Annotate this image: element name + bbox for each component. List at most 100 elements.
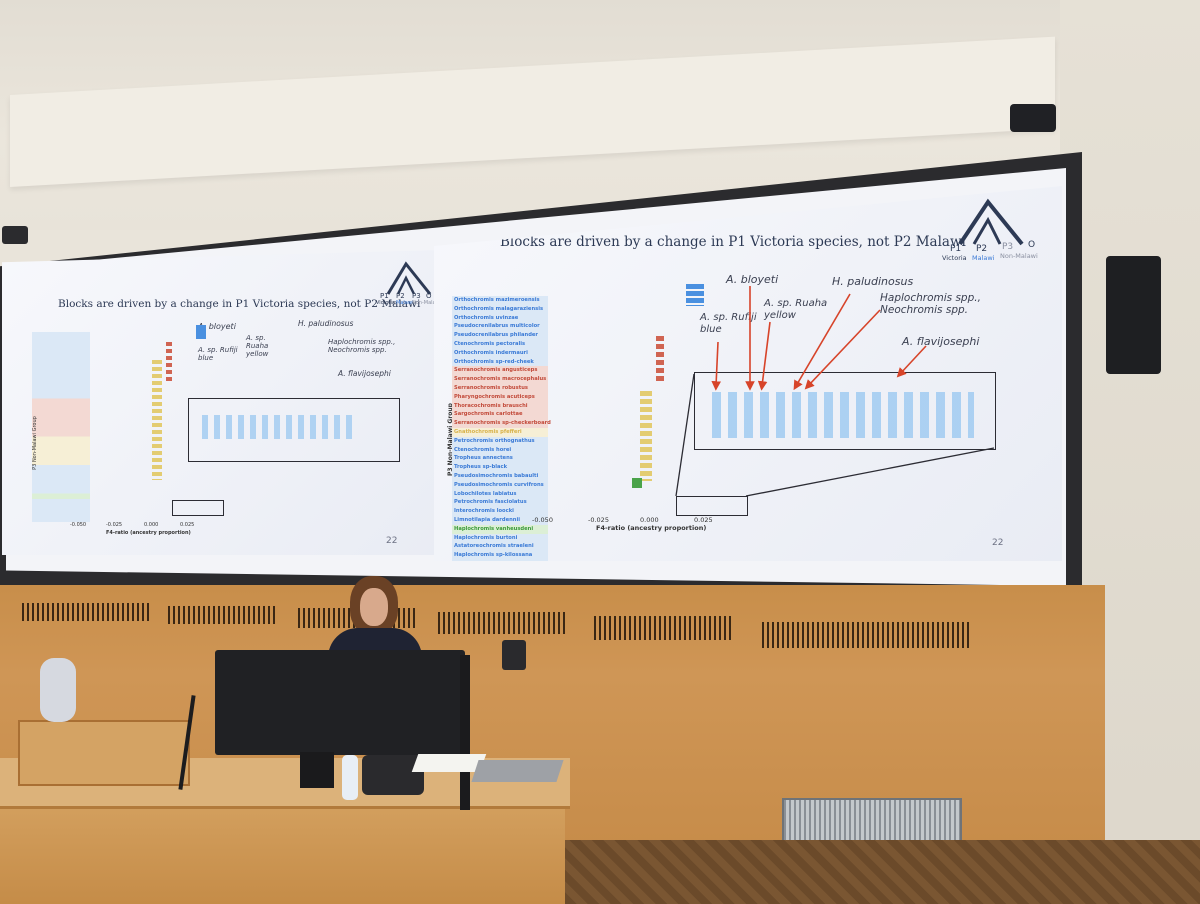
phylogeny-tree-icon bbox=[386, 261, 432, 295]
species-label: Haplochromis sp-kilossana bbox=[452, 551, 548, 560]
annotation-h-paludinosus: H. paludinosus bbox=[832, 275, 914, 288]
y-axis-label: P3 Non-Malawi Group bbox=[31, 416, 38, 470]
slide-title: Blocks are driven by a change in P1 Vict… bbox=[58, 298, 421, 310]
tree-label-p2: P2 bbox=[976, 244, 988, 254]
species-label: Astatoreochromis straeleni bbox=[452, 542, 548, 552]
strip-points bbox=[640, 391, 652, 481]
wall-vent bbox=[438, 612, 566, 634]
x-tick: -0.050 bbox=[532, 516, 553, 524]
page-number: 22 bbox=[992, 538, 1004, 548]
presenter-face bbox=[360, 588, 388, 626]
species-label: Haplochromis burtoni bbox=[452, 533, 548, 543]
zoom-inset-box bbox=[694, 372, 996, 450]
species-label: Orthochromis malagaraziensis bbox=[452, 304, 548, 314]
annotation-arrows bbox=[711, 286, 927, 391]
annotation-ruaha-yellow: A. sp. Ruaha yellow bbox=[764, 298, 828, 321]
laptop bbox=[471, 760, 564, 782]
annotation-a-bloyeti: A. bloyeti bbox=[198, 322, 236, 331]
wall-camera bbox=[2, 226, 28, 244]
tree-sublabel: Non-Malawi bbox=[1000, 252, 1038, 260]
zoom-connector-lines bbox=[675, 373, 995, 497]
wall-vent bbox=[168, 606, 276, 624]
tree-label-p1: P1 bbox=[380, 292, 389, 300]
x-tick: 0.025 bbox=[694, 516, 713, 524]
inset-points bbox=[202, 415, 352, 439]
desk-monitor bbox=[215, 650, 465, 755]
page-number: 22 bbox=[386, 536, 398, 546]
species-label: Pseudocrenilabrus multicolor bbox=[452, 322, 548, 332]
species-label: Orthochromis mazimeroensis bbox=[452, 296, 548, 305]
desk-speaker bbox=[40, 658, 76, 722]
species-label: Interochromis loocki bbox=[452, 507, 548, 516]
annotation-rufiji-blue: A. sp. Rufiji blue bbox=[700, 312, 757, 335]
desk-phone bbox=[362, 755, 424, 795]
slide-left: Blocks are driven by a change in P1 Vict… bbox=[2, 250, 442, 555]
strip-points bbox=[632, 478, 642, 488]
wall-speaker bbox=[1106, 256, 1161, 374]
slide-right: Blocks are driven by a change in P1 Vict… bbox=[434, 186, 1062, 561]
species-label: Pseudosimochromis babaulti bbox=[452, 471, 548, 481]
tree-label-p1: P1 bbox=[950, 244, 962, 254]
tree-label-p2: P2 bbox=[396, 292, 405, 300]
strip-points bbox=[166, 342, 172, 382]
tree-label-o: O bbox=[1028, 240, 1036, 250]
species-label: Tropheus annectens bbox=[452, 454, 548, 464]
species-label: Gnathochromis pfefferi bbox=[452, 427, 548, 437]
species-label: Serranochromis angusticeps bbox=[452, 366, 548, 376]
species-label: Orthochromis indermauri bbox=[452, 348, 548, 358]
annotation-ruaha-yellow: A. sp. Ruaha yellow bbox=[246, 334, 269, 359]
document-camera-head bbox=[502, 640, 526, 670]
species-label: Serranochromis macrocephalus bbox=[452, 375, 548, 384]
species-label: Pharyngochromis acuticeps bbox=[452, 392, 548, 402]
water-bottle bbox=[342, 755, 358, 800]
strip-points bbox=[196, 325, 206, 339]
wall-vent bbox=[594, 616, 734, 640]
zoom-source-box bbox=[676, 496, 748, 516]
strip-points bbox=[656, 336, 664, 384]
x-axis-label: F4-ratio (ancestry proportion) bbox=[106, 530, 191, 536]
annotation-a-flavijosephi: A. flavijosephi bbox=[902, 335, 980, 348]
x-tick: 0.000 bbox=[640, 516, 659, 524]
x-tick: -0.050 bbox=[70, 522, 87, 528]
slide-title: Blocks are driven by a change in P1 Vict… bbox=[500, 234, 966, 250]
phylogeny-tree-icon bbox=[958, 198, 1024, 246]
species-label: Tropheus sp-black bbox=[452, 463, 548, 472]
tree-sublabel: Non-Malawi bbox=[412, 300, 442, 306]
annotation-rufiji-blue: A. sp. Rufiji blue bbox=[198, 346, 238, 363]
inset-points bbox=[712, 392, 974, 438]
document-camera-arm bbox=[460, 655, 470, 810]
wall-vent bbox=[22, 603, 150, 621]
x-axis-label: F4-ratio (ancestry proportion) bbox=[596, 524, 707, 532]
species-label: Ctenochromis pectoralis bbox=[452, 339, 548, 349]
annotation-haplochromis: Haplochromis spp., Neochromis spp. bbox=[328, 338, 396, 355]
species-label: Haplochromis vanheusdeni bbox=[452, 524, 548, 534]
tree-label-p3: P3 bbox=[412, 292, 421, 300]
strip-points bbox=[152, 360, 162, 480]
strip-points bbox=[686, 284, 704, 306]
species-label: Thoracochromis brauschi bbox=[452, 401, 548, 411]
tree-sublabel: Malawi bbox=[396, 300, 414, 306]
species-label: Serranochromis robustus bbox=[452, 383, 548, 393]
annotation-a-flavijosephi: A. flavijosephi bbox=[338, 369, 391, 378]
x-tick: 0.000 bbox=[144, 522, 159, 528]
annotation-a-bloyeti: A. bloyeti bbox=[726, 273, 779, 286]
monitor-stand bbox=[300, 752, 334, 788]
tree-sublabel: Victoria bbox=[942, 254, 967, 262]
species-label: Lobochilotes labiatus bbox=[452, 489, 548, 499]
species-label: Astatotilapia gigliolii bbox=[452, 559, 548, 561]
species-label: Serranochromis sp-checkerboard bbox=[452, 419, 551, 428]
x-tick: -0.025 bbox=[106, 522, 123, 528]
tree-label-p3: P3 bbox=[1002, 242, 1014, 252]
podium-box bbox=[18, 720, 190, 786]
annotation-h-paludinosus: H. paludinosus bbox=[298, 319, 354, 328]
tree-sublabel: Victoria bbox=[376, 300, 395, 306]
ceiling-camera bbox=[1010, 104, 1056, 132]
species-label-column bbox=[32, 332, 90, 522]
wall-vent bbox=[762, 622, 972, 648]
species-label: Ctenochromis horei bbox=[452, 445, 548, 455]
species-label: Limnotilapia dardennii bbox=[452, 515, 548, 525]
species-label: Sargochromis carlottae bbox=[452, 410, 548, 420]
tree-sublabel: Malawi bbox=[972, 254, 995, 262]
species-label: Pseudocrenilabrus philander bbox=[452, 331, 548, 340]
